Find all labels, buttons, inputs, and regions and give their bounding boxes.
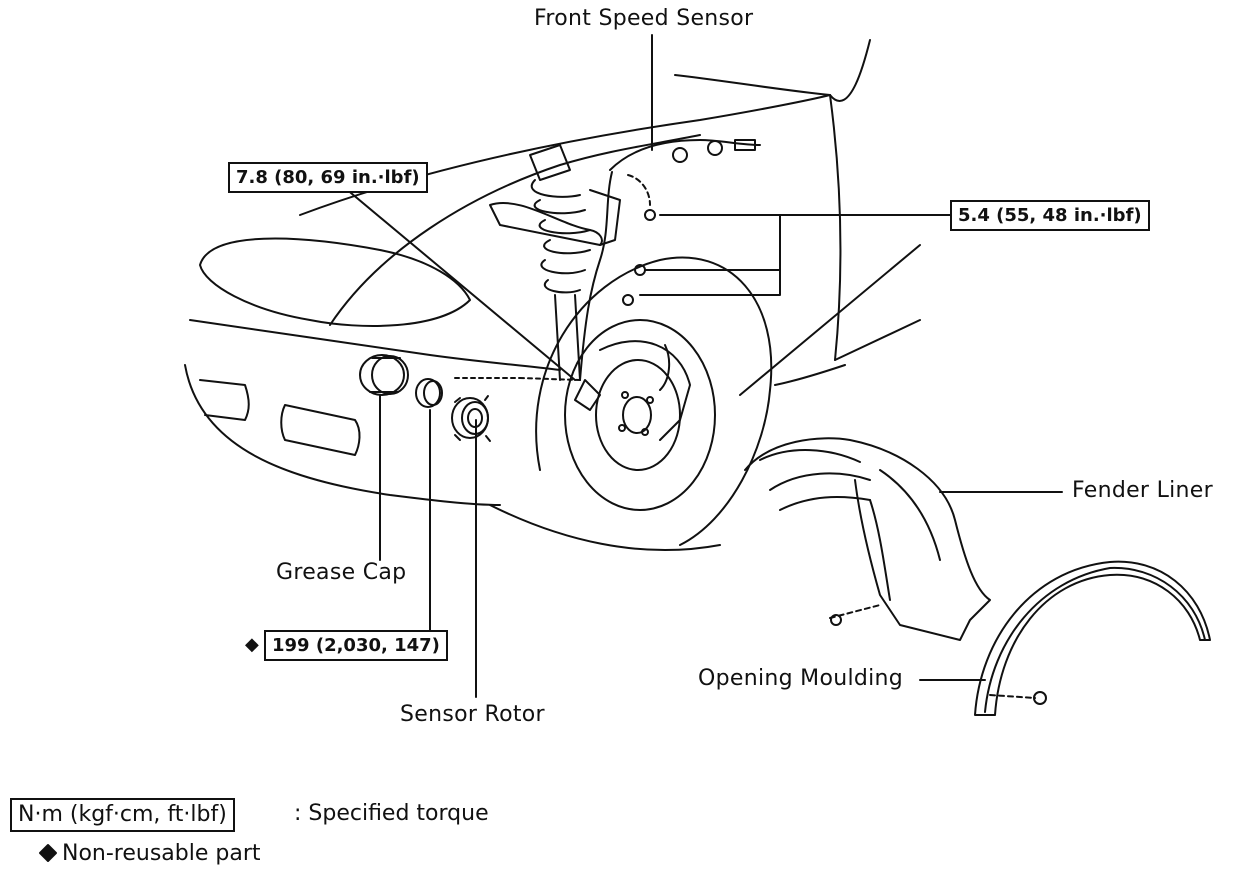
legend-nonreusable-desc: Non-reusable part xyxy=(62,841,261,866)
strut-spring xyxy=(489,144,621,381)
car-body-outline xyxy=(184,39,921,551)
front-speed-sensor-label: Front Speed Sensor xyxy=(534,6,754,31)
sensor-rotor-label: Sensor Rotor xyxy=(400,702,545,727)
wheel-assembly xyxy=(535,256,773,546)
legend-diamond-icon xyxy=(39,844,57,862)
fender-liner-label: Fender Liner xyxy=(1072,478,1213,503)
hub-nut-part xyxy=(415,378,443,408)
grease-cap-part xyxy=(359,354,409,396)
sensor-rotor-part xyxy=(451,395,491,442)
leader-lines xyxy=(344,34,1063,698)
grease-cap-label: Grease Cap xyxy=(276,560,407,585)
legend-torque-unit-box: N·m (kgf·cm, ft·lbf) xyxy=(10,798,235,832)
sensor-harness xyxy=(574,139,761,411)
torque-sensor-bolt-box: 7.8 (80, 69 in.·lbf) xyxy=(228,162,428,193)
legend-torque-desc: : Specified torque xyxy=(294,801,489,826)
torque-harness-bolts-box: 5.4 (55, 48 in.·lbf) xyxy=(950,200,1150,231)
opening-moulding-label: Opening Moulding xyxy=(698,666,904,691)
fender-liner-part xyxy=(744,437,991,641)
nonreusable-diamond-icon: ◆ xyxy=(245,634,259,655)
opening-moulding-part xyxy=(974,560,1211,716)
torque-hub-nut-box: 199 (2,030, 147) xyxy=(264,630,448,661)
